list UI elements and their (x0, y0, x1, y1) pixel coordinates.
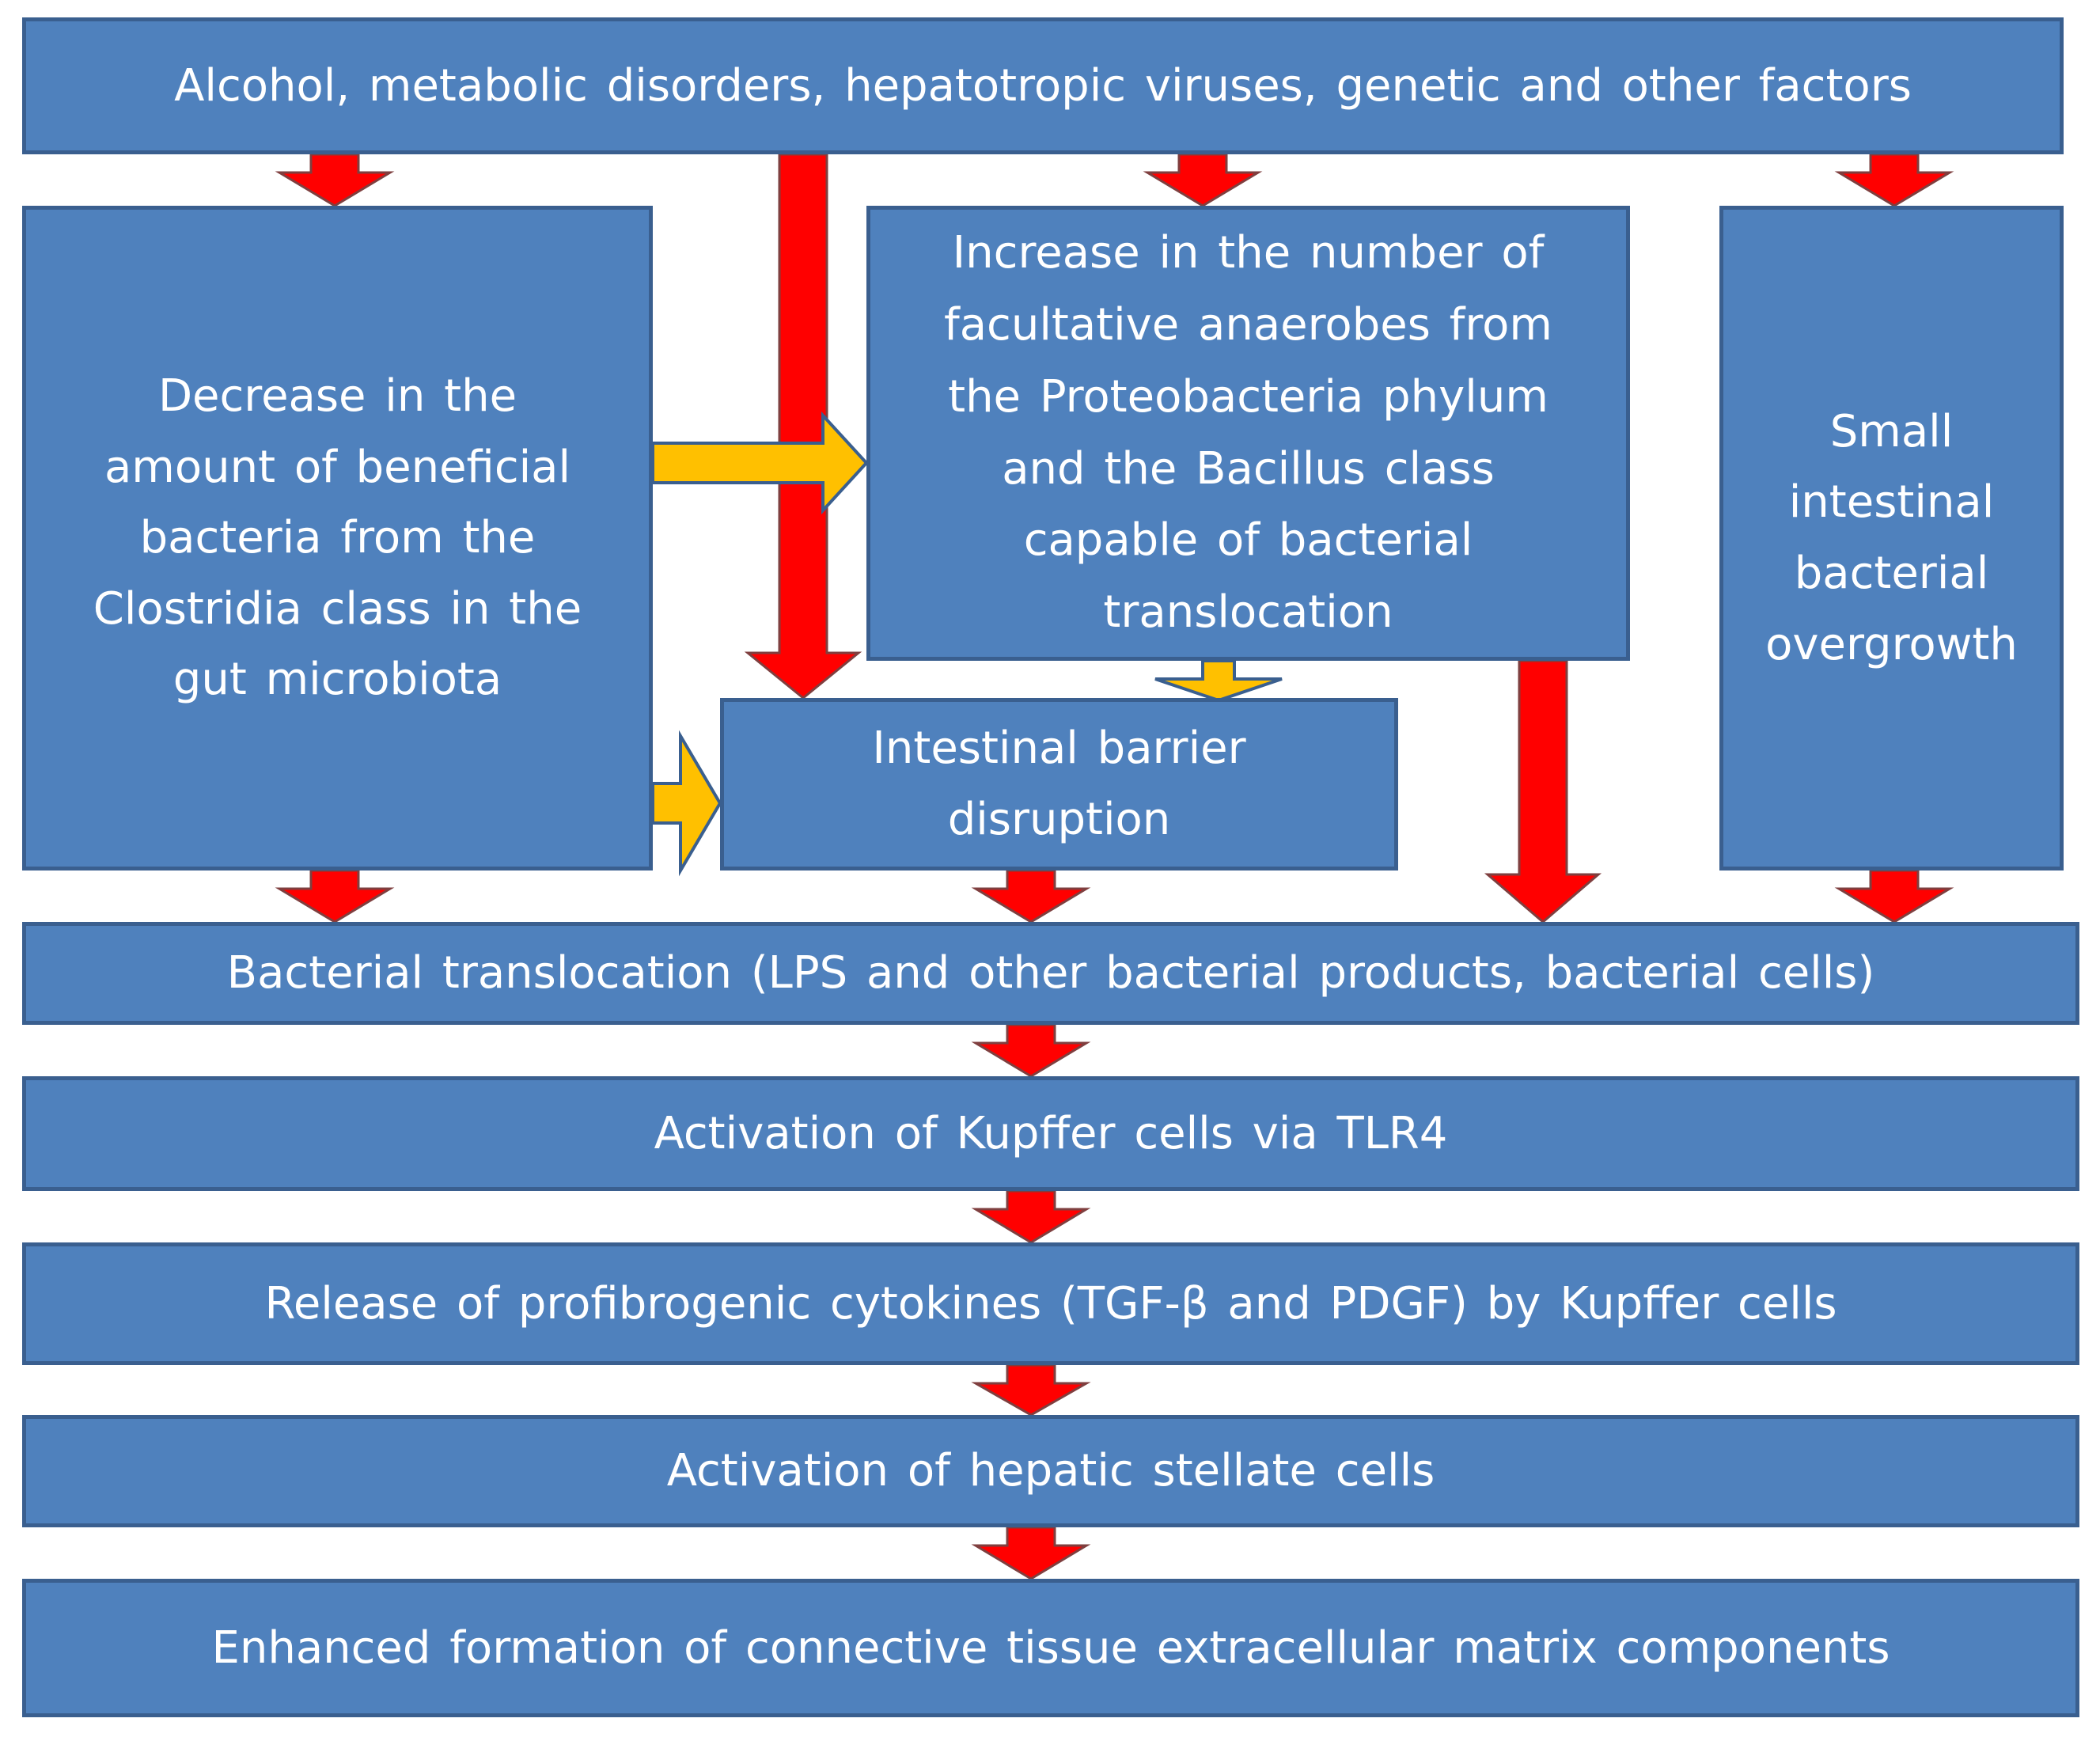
arrow-sibo-to-translocation (1834, 869, 1954, 924)
clostridia-decrease-box: Decrease in the amount of beneficial bac… (22, 206, 653, 870)
arrow-kupffer-to-cytokines (971, 1189, 1091, 1244)
arrow-factors-to-barrier (744, 153, 862, 700)
factors-text: Alcohol, metabolic disorders, hepatotrop… (174, 59, 1912, 112)
ecm-formation-box: Enhanced formation of connective tissue … (22, 1579, 2079, 1717)
arrow-clostridia-to-translocation (275, 869, 395, 924)
stellate-activation-text: Activation of hepatic stellate cells (666, 1445, 1435, 1497)
barrier-disruption-text: Intestinal barrier disruption (872, 723, 1246, 845)
sibo-text: Small intestinal bacterial overgrowth (1765, 405, 2018, 670)
arrow-translocation-to-kupffer (971, 1023, 1091, 1078)
arrow-factors-to-clostridia (275, 153, 395, 207)
translocation-box: Bacterial translocation (LPS and other b… (22, 922, 2079, 1025)
arrow-cytokines-to-stellate (971, 1364, 1091, 1417)
kupffer-activation-box: Activation of Kupffer cells via TLR4 (22, 1076, 2079, 1191)
arrow-barrier-to-translocation (971, 869, 1091, 924)
sibo-box: Small intestinal bacterial overgrowth (1719, 206, 2064, 870)
arrow-factors-to-sibo (1834, 153, 1954, 207)
arrow-anaerobes-to-barrier (1154, 659, 1283, 703)
anaerobes-increase-text: Increase in the number of facultative an… (944, 227, 1552, 638)
arrow-clostridia-to-barrier (651, 730, 722, 877)
stellate-activation-box: Activation of hepatic stellate cells (22, 1415, 2079, 1527)
arrow-clostridia-to-anaerobes (651, 411, 869, 515)
kupffer-activation-text: Activation of Kupffer cells via TLR4 (654, 1107, 1448, 1159)
cytokines-text: Release of profibrogenic cytokines (TGF-… (264, 1277, 1837, 1329)
ecm-formation-text: Enhanced formation of connective tissue … (211, 1622, 1890, 1674)
factors-box: Alcohol, metabolic disorders, hepatotrop… (22, 17, 2064, 154)
arrow-anaerobes-to-translocation (1484, 659, 1602, 924)
translocation-text: Bacterial translocation (LPS and other b… (226, 947, 1875, 999)
cytokines-box: Release of profibrogenic cytokines (TGF-… (22, 1242, 2079, 1365)
anaerobes-increase-box: Increase in the number of facultative an… (866, 206, 1630, 661)
arrow-stellate-to-ecm (971, 1526, 1091, 1580)
arrow-factors-to-anaerobes (1143, 153, 1263, 207)
barrier-disruption-box: Intestinal barrier disruption (720, 698, 1398, 870)
clostridia-decrease-text: Decrease in the amount of beneficial bac… (93, 370, 582, 706)
